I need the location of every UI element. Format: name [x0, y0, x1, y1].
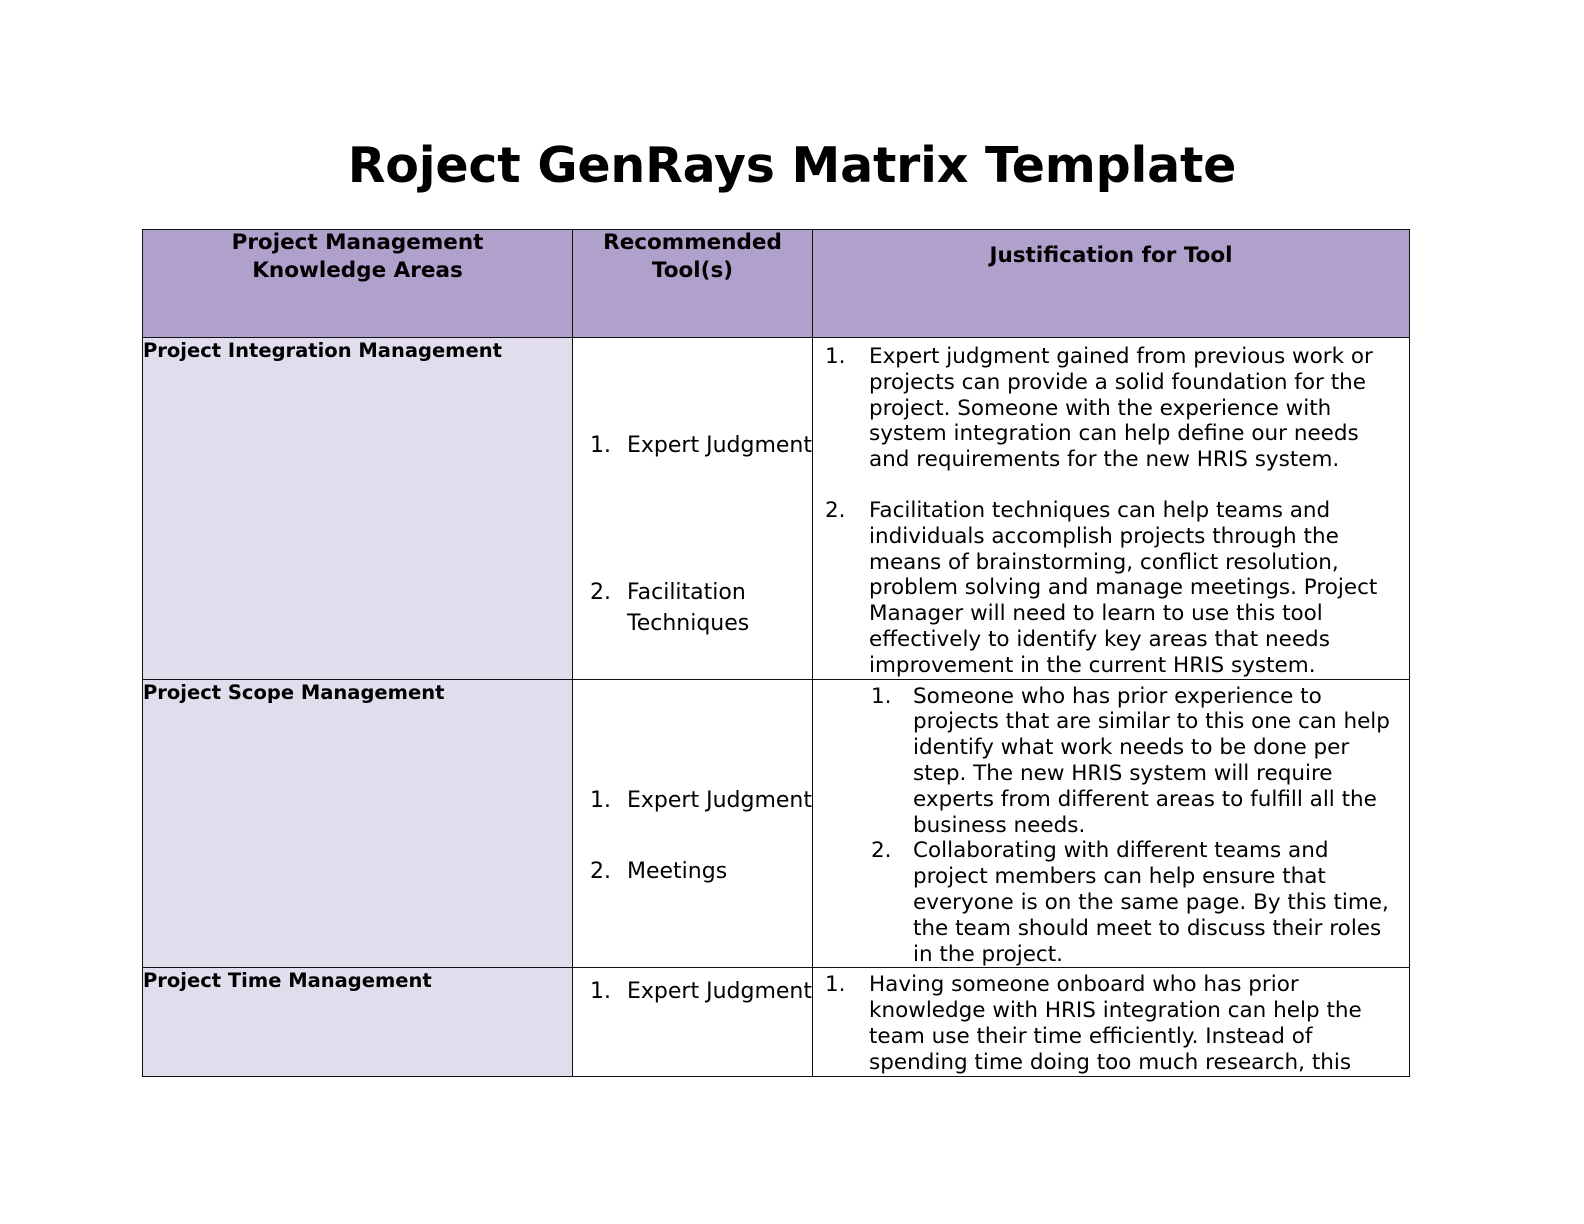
list-item: 2. Facilitation Techniques — [573, 577, 812, 639]
column-header-knowledge-areas: Project Management Knowledge Areas — [142, 229, 573, 338]
list-item: 1. Expert Judgment — [573, 976, 812, 1007]
list-number: 1. — [825, 972, 846, 998]
knowledge-area-cell: Project Time Management — [142, 967, 573, 1077]
justification-list: 1. Having someone onboard who has prior … — [814, 969, 1409, 1075]
table-row: Project Time Management 1. Expert Judgme… — [142, 967, 1410, 1077]
list-number: 1. — [871, 683, 892, 709]
column-header-recommended-tools-line2: Tool(s) — [651, 258, 734, 283]
justification-text: Expert judgment gained from previous wor… — [869, 344, 1373, 473]
list-item: 2. Facilitation techniques can help team… — [823, 497, 1401, 678]
column-header-knowledge-areas-line2: Knowledge Areas — [252, 258, 463, 283]
justification-list: 1. Expert judgment gained from previous … — [814, 338, 1409, 678]
recommended-tools-cell: 1. Expert Judgment — [572, 967, 813, 1077]
justification-cell: 1. Someone who has prior experience to p… — [812, 678, 1410, 969]
tool-label: Expert Judgment — [627, 433, 812, 458]
list-number: 2. — [871, 838, 892, 864]
knowledge-area-label: Project Integration Management — [143, 339, 502, 362]
justification-text: Someone who has prior experience to proj… — [913, 683, 1390, 838]
page-title: Roject GenRays Matrix Template — [347, 137, 1237, 194]
justification-text: Facilitation techniques can help teams a… — [869, 497, 1378, 678]
table-row: Project Scope Management 1. Expert Judgm… — [142, 678, 1410, 969]
matrix-table: Project Management Knowledge Areas Recom… — [142, 229, 1410, 1077]
list-item: 1. Expert judgment gained from previous … — [823, 344, 1401, 473]
knowledge-area-label: Project Scope Management — [143, 680, 445, 704]
list-number: 1. — [825, 344, 846, 369]
list-number: 1. — [590, 979, 611, 1005]
column-header-recommended-tools-line1: Recommended — [603, 230, 782, 255]
tool-label: Expert Judgment — [627, 787, 812, 813]
list-number: 2. — [590, 580, 611, 605]
list-item: 2. Collaborating with different teams an… — [869, 838, 1401, 967]
recommended-tools-cell: 1. Expert Judgment 2. Meetings — [572, 678, 813, 969]
tool-list: 1. Expert Judgment 2. Meetings — [573, 680, 812, 887]
list-number: 1. — [590, 433, 611, 458]
column-header-justification-text: Justification for Tool — [989, 243, 1233, 268]
column-header-recommended-tools: Recommended Tool(s) — [572, 229, 813, 338]
knowledge-area-label: Project Time Management — [143, 969, 432, 993]
list-number: 2. — [590, 858, 611, 884]
column-header-justification: Justification for Tool — [812, 229, 1410, 338]
column-header-knowledge-areas-line1: Project Management — [231, 230, 484, 255]
tool-list: 1. Expert Judgment — [573, 968, 812, 1007]
tool-label: Expert Judgment — [627, 979, 812, 1005]
justification-cell: 1. Having someone onboard who has prior … — [812, 967, 1410, 1077]
justification-text: Having someone onboard who has prior kno… — [869, 972, 1362, 1075]
tool-list: 1. Expert Judgment 2. Facilitation Techn… — [573, 338, 812, 639]
list-item: 1. Someone who has prior experience to p… — [869, 684, 1401, 839]
list-item: 1. Expert Judgment — [573, 785, 812, 816]
list-number: 2. — [825, 497, 846, 523]
justification-cell: 1. Expert judgment gained from previous … — [812, 337, 1410, 680]
list-item: 2. Meetings — [573, 856, 812, 887]
knowledge-area-cell: Project Scope Management — [142, 678, 573, 969]
tool-label: Meetings — [627, 858, 728, 884]
justification-text: Collaborating with different teams and p… — [913, 838, 1389, 967]
list-item: 1. Having someone onboard who has prior … — [823, 972, 1401, 1075]
tool-label: Facilitation Techniques — [627, 580, 750, 636]
knowledge-area-cell: Project Integration Management — [142, 337, 573, 680]
table-header-row: Project Management Knowledge Areas Recom… — [142, 229, 1410, 338]
justification-list: 1. Someone who has prior experience to p… — [814, 680, 1409, 967]
list-number: 1. — [590, 787, 611, 813]
recommended-tools-cell: 1. Expert Judgment 2. Facilitation Techn… — [572, 337, 813, 680]
table-row: Project Integration Management 1. Expert… — [142, 337, 1410, 680]
list-item: 1. Expert Judgment — [573, 430, 812, 461]
